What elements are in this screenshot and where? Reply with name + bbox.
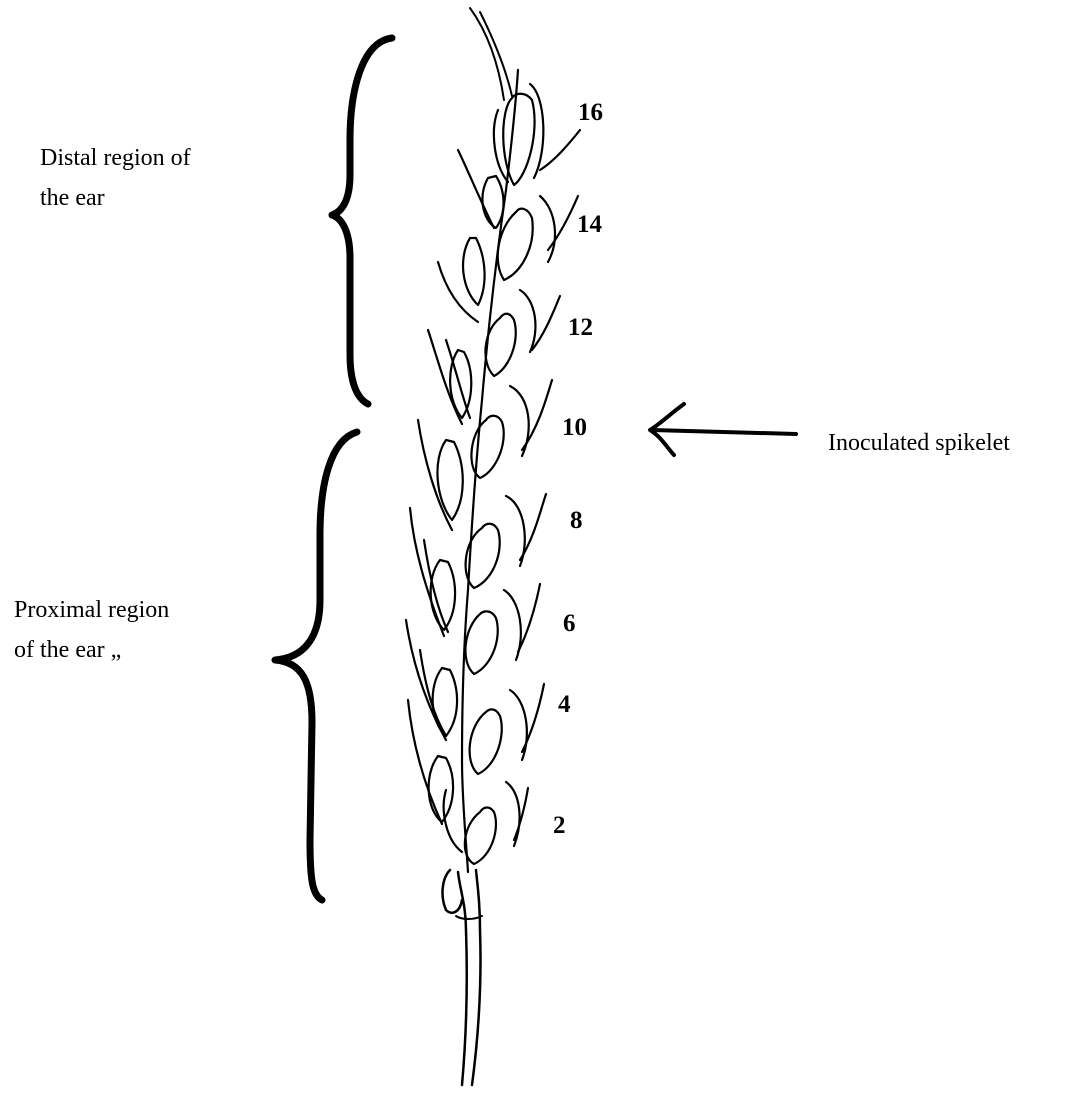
spikelet-number-16: 16 bbox=[578, 98, 603, 128]
awn-tip bbox=[470, 8, 512, 100]
spikelets bbox=[406, 84, 580, 864]
stem bbox=[443, 870, 482, 1085]
inoculated-spikelet-label: Inoculated spikelet bbox=[828, 425, 1010, 461]
spikelet-number-2: 2 bbox=[553, 811, 566, 841]
proximal-region-label-line2: of the ear „ bbox=[14, 632, 121, 668]
spikelet-number-10: 10 bbox=[562, 413, 587, 443]
spikelet-number-14: 14 bbox=[577, 210, 602, 240]
distal-region-label-line1: Distal region of bbox=[40, 140, 191, 176]
proximal-region-label-line1: Proximal region bbox=[14, 592, 169, 628]
proximal-region-brace bbox=[275, 432, 357, 900]
distal-region-brace bbox=[332, 38, 392, 404]
spikelet-number-12: 12 bbox=[568, 313, 593, 343]
inoculated-arrow bbox=[650, 404, 796, 455]
distal-region-label-line2: the ear bbox=[40, 180, 105, 216]
spikelet-number-4: 4 bbox=[558, 690, 571, 720]
spikelet-number-8: 8 bbox=[570, 506, 583, 536]
spikelet-number-6: 6 bbox=[563, 609, 576, 639]
